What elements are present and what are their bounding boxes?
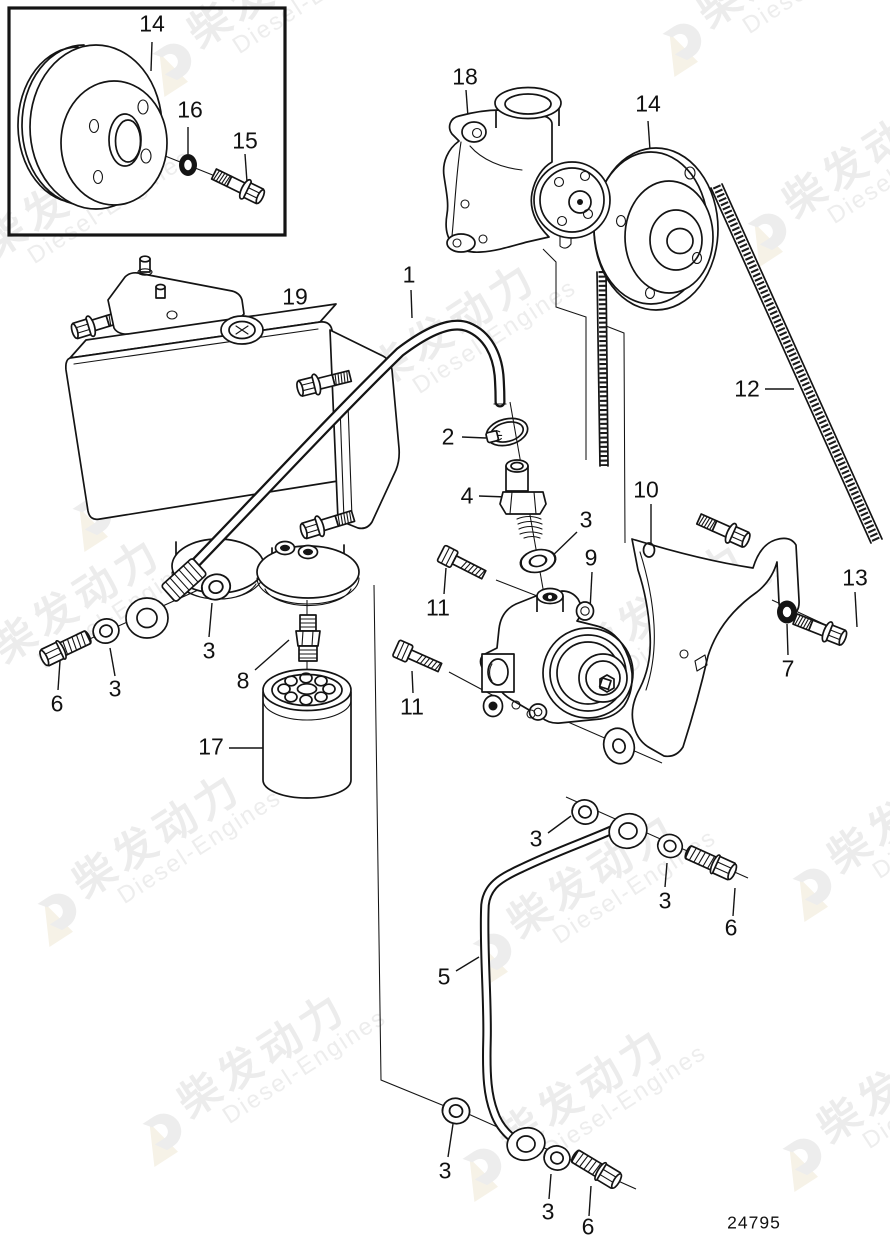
callout-11-lower: 11 — [400, 693, 424, 720]
banjo-bolt-6-bottom — [567, 1145, 625, 1192]
pulley-14 — [593, 147, 719, 311]
cooler-top-bracket — [107, 271, 245, 335]
callout-18: 18 — [452, 63, 478, 90]
callout-3-left-b: 3 — [202, 637, 216, 664]
callout-10: 10 — [633, 476, 659, 503]
callout-14-inset: 14 — [139, 10, 165, 37]
bolt-15 — [208, 163, 269, 209]
callout-3-nipple: 3 — [579, 506, 593, 533]
pipe-eye-top — [608, 812, 648, 850]
end-plate-bolt-bottom — [297, 505, 357, 543]
bracket-bolt — [693, 508, 754, 552]
callout-15: 15 — [232, 127, 258, 154]
callout-7: 7 — [781, 655, 795, 682]
bolt-13 — [790, 608, 851, 650]
callout-17: 17 — [198, 733, 224, 760]
water-pump-18 — [442, 86, 611, 254]
washer-3-pipe-bottom-right — [540, 1142, 574, 1174]
drawing-number: 24795 — [727, 1212, 781, 1233]
callout-3-left-a: 3 — [108, 675, 122, 702]
callout-4: 4 — [460, 482, 474, 509]
pump-9 — [479, 587, 634, 724]
bracket-10 — [602, 508, 800, 765]
oil-pipe-5 — [479, 812, 648, 1162]
banjo-bolt-6-top — [681, 841, 740, 884]
washer-16 — [179, 154, 197, 176]
callout-5: 5 — [437, 963, 451, 990]
hose-1 — [125, 319, 507, 639]
washer-3-pipe-top-right — [653, 830, 687, 862]
hose-clamp-2 — [485, 417, 529, 447]
nipple-4 — [499, 459, 547, 539]
callout-19: 19 — [282, 283, 308, 310]
bolt-11-upper — [436, 544, 489, 584]
bolt-11-lower — [391, 638, 445, 677]
callout-8: 8 — [236, 667, 250, 694]
washer-3-pipe-bottom-left — [438, 1094, 474, 1128]
callout-13: 13 — [842, 564, 868, 591]
callout-6-left: 6 — [50, 690, 64, 717]
callout-6-bottom: 6 — [581, 1213, 595, 1240]
callout-11-upper: 11 — [426, 594, 450, 621]
callout-3-pipe-a: 3 — [529, 825, 543, 852]
callout-9: 9 — [584, 544, 598, 571]
callout-3-pipe-d: 3 — [541, 1198, 555, 1225]
hose-banjo-eye — [125, 597, 169, 639]
callout-12: 12 — [734, 375, 760, 402]
callout-6-top: 6 — [724, 914, 738, 941]
callout-14: 14 — [635, 90, 661, 117]
callout-1: 1 — [402, 261, 416, 288]
pipe-eye-bottom — [506, 1126, 546, 1162]
washer-3-nipple — [517, 545, 559, 577]
callout-16: 16 — [177, 96, 203, 123]
inset-box — [7, 6, 287, 237]
banjo-bolt-6-left — [36, 626, 95, 670]
callout-3-pipe-b: 3 — [658, 887, 672, 914]
oil-filter-17 — [262, 668, 352, 799]
washer-3-pipe-top-left — [568, 795, 602, 829]
callout-3-pipe-c: 3 — [438, 1157, 452, 1184]
pulley-14-inset — [17, 44, 168, 210]
washer-3-left-outer — [88, 614, 124, 648]
hose-crimp-sleeve — [161, 558, 207, 602]
drive-belt-12 — [596, 183, 883, 544]
callout-2: 2 — [441, 423, 455, 450]
nipple-8 — [295, 614, 321, 662]
washer-7 — [777, 600, 797, 624]
